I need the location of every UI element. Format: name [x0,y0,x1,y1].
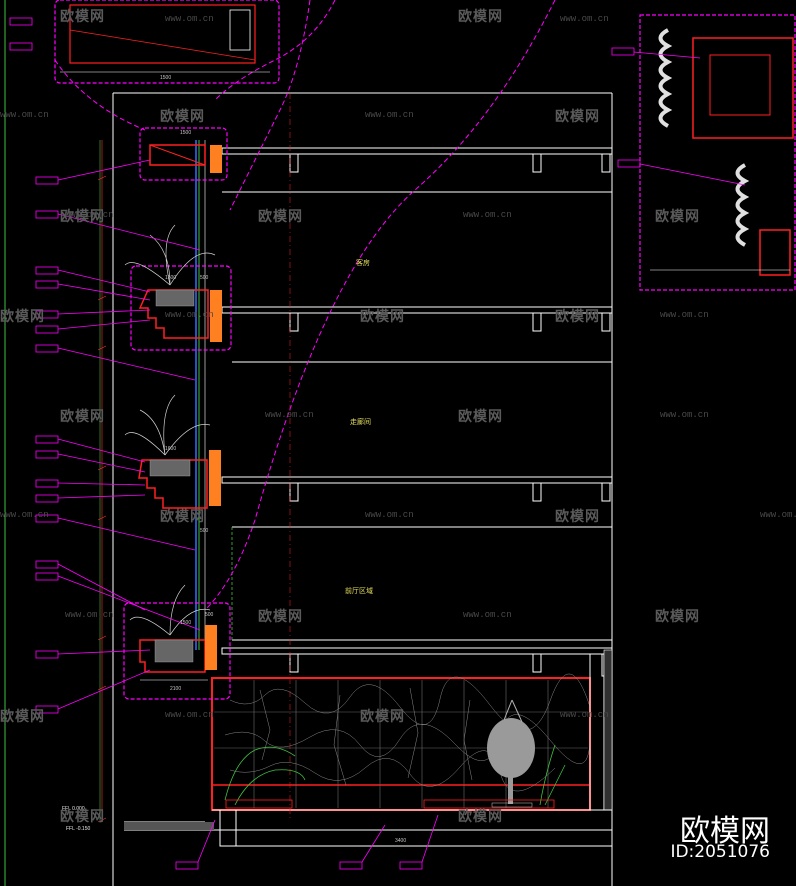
watermark-url: www.om.cn [65,210,114,220]
section-frame [112,92,613,886]
watermark-brand: 欧模网 [458,409,503,425]
beams [289,153,611,677]
watermark-url: www.om.cn [660,410,709,420]
watermark-url: www.om.cn [560,710,609,720]
dimension-label: 1600 [165,275,177,281]
detail-box-top-left [54,0,280,84]
footer-brand: 欧模网 [680,814,770,849]
dimension-label: 1600 [165,446,177,452]
dimension-label: 500 [200,528,209,534]
watermark-url: www.om.cn [165,710,214,720]
dimension-label: 1500 [160,75,172,81]
room-label-corridor: 走廊间 [350,418,371,426]
watermark-brand: 欧模网 [655,209,700,225]
curtain-wall [4,0,291,886]
watermark-brand: 欧模网 [160,109,205,125]
room-label-guest: 客房 [356,259,370,267]
watermark-brand: 欧模网 [458,9,503,25]
planter-box-3 [138,450,221,509]
watermark-brand: 欧模网 [258,609,303,625]
watermark-brand: 欧模网 [555,109,600,125]
dimension-chain [97,140,107,823]
dimension-label: 1500 [180,620,192,626]
watermark-brand: 欧模网 [0,309,45,325]
dimension-label: 1500 [180,130,192,136]
planter-box-1 [139,127,228,181]
elevation-label: FFL -0.150 [66,826,91,832]
lobby-tree [487,699,535,808]
watermark-brand: 欧模网 [555,309,600,325]
watermark-brand: 欧模网 [555,509,600,525]
callout-curves [54,0,556,611]
room-label-lobby: 前厅区域 [345,587,373,595]
dimension-label: 2100 [170,686,182,692]
watermark-url: www.om.cn [760,510,796,520]
dimension-label: 500 [205,612,214,618]
watermark-url: www.om.cn [265,410,314,420]
leader-tags [9,17,746,870]
watermark-url: www.om.cn [0,510,49,520]
ground-hatch [124,822,214,830]
watermark-url: www.om.cn [463,210,512,220]
planter-box-2 [130,265,232,351]
watermark-brand: 欧模网 [60,409,105,425]
watermark-brand: 欧模网 [60,209,105,225]
watermark-brand: 欧模网 [60,9,105,25]
watermark-url: www.om.cn [0,110,49,120]
watermark-url: www.om.cn [660,310,709,320]
dimension-label: 3400 [395,838,407,844]
watermark-brand: 欧模网 [60,809,105,825]
watermark-url: www.om.cn [365,110,414,120]
dimension-label: 500 [200,275,209,281]
watermark-brand: 欧模网 [655,609,700,625]
planter-plants [124,224,216,636]
watermark-url: www.om.cn [365,510,414,520]
watermark-brand: 欧模网 [0,709,45,725]
lobby-plants [224,744,566,809]
detail-box-top-right [639,14,796,291]
watermark-brand: 欧模网 [360,309,405,325]
lobby-stone-wall [211,649,613,811]
watermark-url: www.om.cn [560,14,609,24]
watermark-brand: 欧模网 [360,709,405,725]
elevation-label: FFL 0.000 [62,806,85,812]
watermark-url: www.om.cn [165,310,214,320]
watermark-url: www.om.cn [463,610,512,620]
watermark-brand: 欧模网 [160,509,205,525]
watermark-brand: 欧模网 [458,809,503,825]
watermark-brand: 欧模网 [258,209,303,225]
footer-id: ID:2051076 [670,842,770,862]
watermark-url: www.om.cn [165,14,214,24]
watermark-url: www.om.cn [65,610,114,620]
